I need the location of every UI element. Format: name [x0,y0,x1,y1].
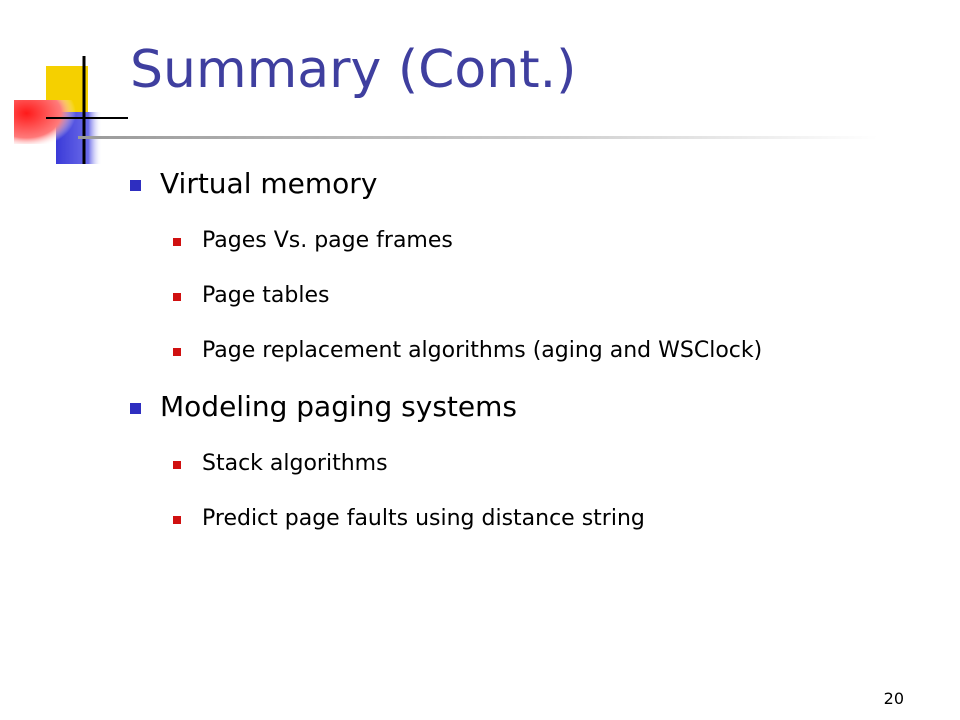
red-square [14,100,76,144]
square-bullet-icon [130,403,141,414]
square-bullet-icon [173,348,181,356]
square-bullet-icon [130,180,141,191]
slide-title: Summary (Cont.) [130,40,577,100]
square-bullet-icon [173,238,181,246]
page-number: 20 [883,689,904,708]
title-underline [78,136,878,139]
square-bullet-icon [173,516,181,524]
square-bullet-icon [173,293,181,301]
square-bullet-icon [173,461,181,469]
